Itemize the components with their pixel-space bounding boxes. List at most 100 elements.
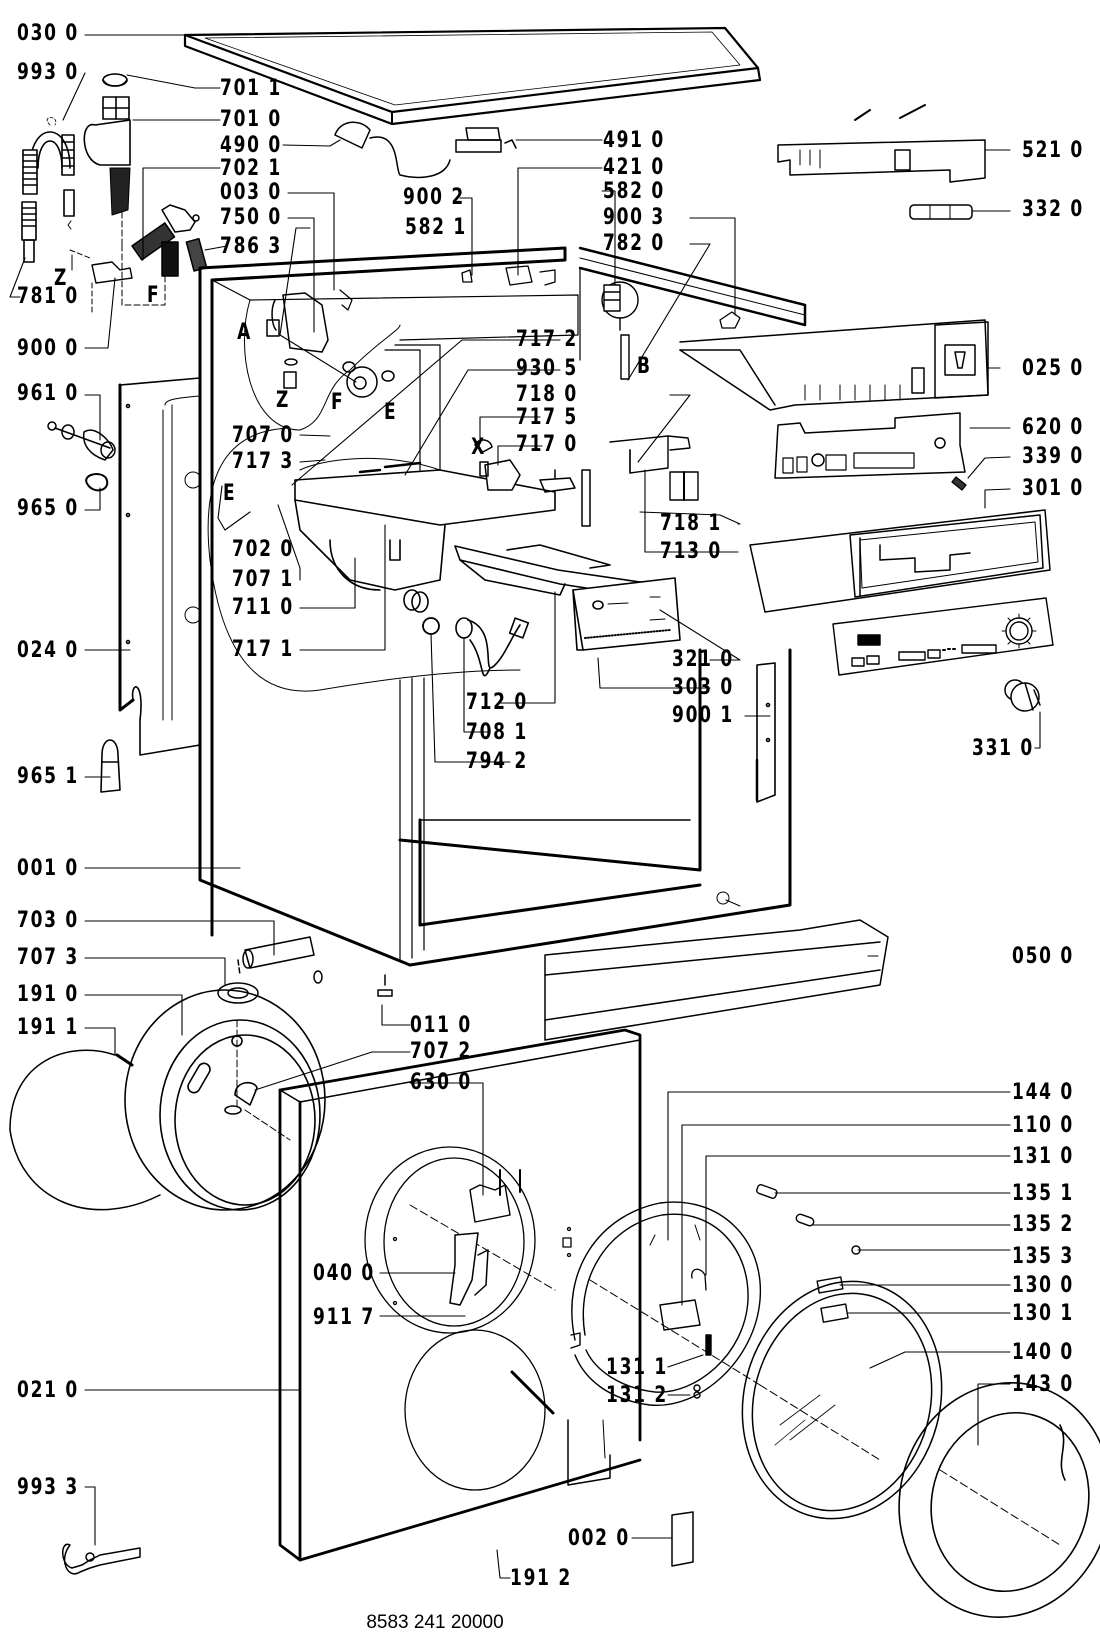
side-rail-illustration <box>755 662 776 803</box>
electronic-module-illustration <box>774 412 966 479</box>
side-panel-illustration <box>118 377 202 756</box>
pressure-switch-illustration <box>601 281 639 380</box>
part-label: 965 1 <box>17 764 79 789</box>
thermistor-illustration <box>951 476 967 491</box>
leader-lines <box>9 34 1041 1579</box>
part-label: 965 0 <box>17 496 79 521</box>
part-label: 900 1 <box>672 703 734 728</box>
part-label: 582 1 <box>405 215 467 240</box>
door-lock-illustration <box>469 1169 521 1223</box>
dispenser-area-outline <box>207 299 521 692</box>
document-number-text: 8583 241 20000 <box>366 1612 504 1633</box>
reference-letter-z: Z <box>54 266 67 291</box>
part-label: 191 1 <box>17 1015 79 1040</box>
part-label: 900 3 <box>603 205 665 230</box>
part-label: 131 2 <box>606 1383 668 1408</box>
door-seal-illustration <box>404 1329 555 1491</box>
part-label: 003 0 <box>220 180 282 205</box>
part-label: 331 0 <box>972 736 1034 761</box>
part-label: 025 0 <box>1022 356 1084 381</box>
part-label: 050 0 <box>1012 944 1074 969</box>
part-label: 707 0 <box>232 423 294 448</box>
part-label: 582 0 <box>603 179 665 204</box>
part-label: 717 5 <box>516 405 578 430</box>
part-label: 490 0 <box>220 133 282 158</box>
part-label: 130 0 <box>1012 1273 1074 1298</box>
part-label: 130 1 <box>1012 1301 1074 1326</box>
part-label: 030 0 <box>17 21 79 46</box>
panel-clips-illustration <box>609 435 699 501</box>
program-selector-illustration <box>777 104 986 220</box>
door-inner-ring-illustration <box>570 1201 762 1459</box>
door-opening-illustration <box>364 1146 572 1334</box>
part-label: 911 7 <box>313 1305 375 1330</box>
door-outer-ring-illustration <box>898 1382 1100 1618</box>
door-handle-illustration <box>449 1232 489 1306</box>
part-label: 717 2 <box>516 327 578 352</box>
part-label: 191 0 <box>17 982 79 1007</box>
part-label: 303 0 <box>672 675 734 700</box>
part-label: 961 0 <box>17 381 79 406</box>
part-label: 930 5 <box>516 356 578 381</box>
part-label: 135 3 <box>1012 1244 1074 1269</box>
part-label: 110 0 <box>1012 1113 1074 1138</box>
part-label: 702 1 <box>220 156 282 181</box>
part-label: 630 0 <box>410 1070 472 1095</box>
part-label: 701 0 <box>220 107 282 132</box>
tub-front-illustration <box>124 989 326 1211</box>
shock-absorber-illustration <box>47 421 116 461</box>
reference-letter-z: Z <box>276 388 289 413</box>
control-panel-frame-illustration <box>679 319 989 411</box>
part-label: 718 0 <box>516 382 578 407</box>
inlet-hose-illustration <box>21 117 75 263</box>
hose-bracket-illustration <box>69 249 133 316</box>
drain-pump-illustration <box>342 344 441 471</box>
part-label: 717 1 <box>232 637 294 662</box>
part-label: 900 0 <box>17 336 79 361</box>
fascia-frame-illustration <box>749 509 1051 613</box>
part-label: 521 0 <box>1022 138 1084 163</box>
kick-plate-illustration <box>544 919 889 1041</box>
part-label: 708 1 <box>466 720 528 745</box>
part-label: 786 3 <box>220 234 282 259</box>
hinge-parts-illustration <box>756 1183 861 1323</box>
part-label: 131 1 <box>606 1355 668 1380</box>
top-lid-illustration <box>183 26 762 126</box>
reference-letter-x: X <box>471 435 485 460</box>
door-glass-illustration <box>741 1280 943 1520</box>
part-label: 021 0 <box>17 1378 79 1403</box>
part-label: 717 3 <box>232 449 294 474</box>
part-label: 750 0 <box>220 205 282 230</box>
part-label: 781 0 <box>17 284 79 309</box>
part-label: 301 0 <box>1022 476 1084 501</box>
service-cover-illustration <box>567 1419 694 1567</box>
reference-letter-f: F <box>146 283 159 308</box>
part-label: 321 0 <box>672 647 734 672</box>
reference-letter-a: A <box>237 320 251 345</box>
part-label: 339 0 <box>1022 444 1084 469</box>
part-label: 135 2 <box>1012 1212 1074 1237</box>
part-label: 713 0 <box>660 539 722 564</box>
dispenser-hose-illustration <box>422 617 530 677</box>
part-label: 001 0 <box>17 856 79 881</box>
part-label: 718 1 <box>660 511 722 536</box>
part-label: 993 0 <box>17 60 79 85</box>
small-clip-illustration <box>461 265 741 329</box>
part-label: 707 3 <box>17 945 79 970</box>
rear-seal-ring-illustration <box>9 1049 161 1211</box>
part-label: 993 3 <box>17 1475 79 1500</box>
wrench-tool-illustration <box>62 1543 141 1575</box>
part-label: 794 2 <box>466 749 528 774</box>
part-label: 703 0 <box>17 908 79 933</box>
part-label: 491 0 <box>603 128 665 153</box>
part-label: 140 0 <box>1012 1340 1074 1365</box>
part-label: 900 2 <box>403 185 465 210</box>
part-label: 421 0 <box>603 155 665 180</box>
part-label: 135 1 <box>1012 1181 1074 1206</box>
selector-knob-illustration <box>1004 679 1041 712</box>
reference-letter-f: F <box>330 390 343 415</box>
level-sensor-illustration <box>266 292 329 389</box>
reference-letter-b: B <box>637 354 651 379</box>
